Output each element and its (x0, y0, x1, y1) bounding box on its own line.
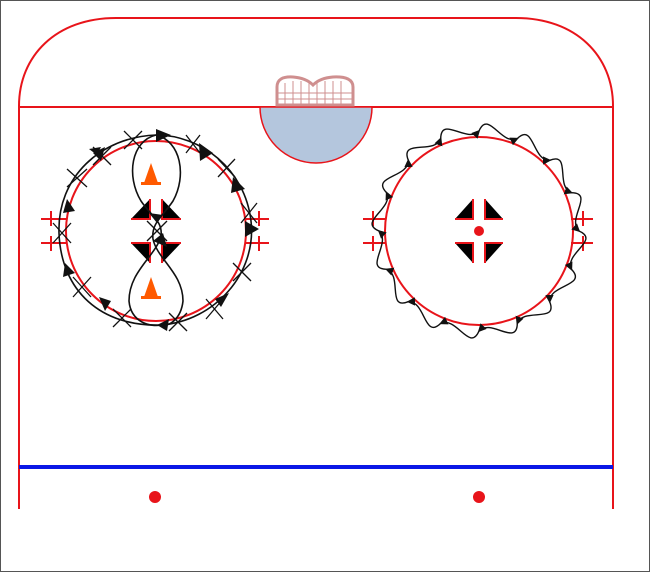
left-drill-path (53, 131, 257, 331)
tight-turn-loop (407, 139, 441, 161)
tight-turn-loop (550, 159, 572, 193)
neutral-zone-dot-right (473, 491, 485, 503)
cone-icon (141, 277, 161, 299)
neutral-zone-dot-left (149, 491, 161, 503)
faceoff-dot (474, 226, 484, 236)
cone-icon (141, 163, 161, 185)
tight-turn-loop (387, 269, 409, 303)
goal-net-icon (277, 77, 353, 105)
goal-crease (260, 107, 372, 163)
tight-turn-loop (517, 302, 551, 324)
right-faceoff-circle (363, 137, 593, 325)
